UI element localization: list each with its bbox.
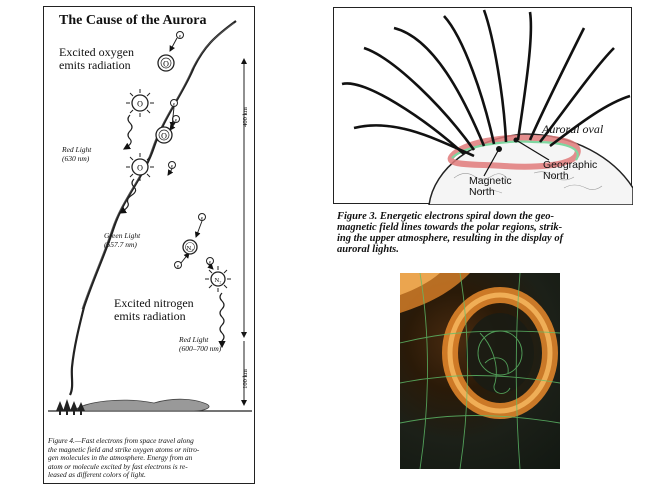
electron-1: e xyxy=(177,32,184,40)
electron-5: e xyxy=(199,214,206,222)
oxygen-atom-3: O xyxy=(156,127,172,143)
figure-4-caption: Figure 4.—Fast electrons from space trav… xyxy=(48,437,252,480)
red-light-600-700-label: Red Light (600–700 nm) xyxy=(179,335,221,353)
magnetic-field-diagram: Auroral oval Magnetic North Geographic N… xyxy=(333,7,632,204)
figure-3-caption: Figure 3. Energetic electrons spiral dow… xyxy=(337,211,633,255)
auroral-oval-label: Auroral oval xyxy=(542,122,603,137)
green-light-label: Green Light (557.7 nm) xyxy=(104,231,140,249)
aurora-photo-drawing xyxy=(400,273,560,469)
oxygen-emission-label: Excited oxygen emits radiation xyxy=(59,46,134,72)
oxygen-atom-2-excited: O xyxy=(126,89,154,117)
svg-text:O: O xyxy=(137,164,143,173)
svg-text:O: O xyxy=(137,100,143,109)
nitrogen-molecule-2-excited: N₂ xyxy=(205,266,231,292)
ground-lake-shape xyxy=(74,399,209,411)
aurora-satellite-photo xyxy=(400,273,560,469)
diagram-title: The Cause of the Aurora xyxy=(59,13,207,29)
trees-icon xyxy=(56,399,85,415)
electron-2: e xyxy=(171,100,178,108)
red-light-630-label: Red Light (630 nm) xyxy=(62,145,91,163)
nitrogen-molecule-1: N₂ xyxy=(183,240,197,254)
svg-text:N₂: N₂ xyxy=(187,245,194,252)
electron-3: e xyxy=(173,116,180,124)
aurora-cause-drawing: O O O O e xyxy=(44,7,256,485)
red-emission-wave-1 xyxy=(124,115,132,149)
nitrogen-emission-label: Excited nitrogen emits radiation xyxy=(114,297,194,323)
magnetic-north-label: Magnetic North xyxy=(469,176,512,198)
svg-text:N₂: N₂ xyxy=(215,277,222,284)
svg-text:O: O xyxy=(161,132,167,141)
svg-text:O: O xyxy=(163,60,169,69)
electron-6: e xyxy=(175,262,182,270)
electron-7: e xyxy=(207,258,214,266)
geographic-north-label: Geographic North xyxy=(543,160,597,182)
scale-100km-label: 100 km xyxy=(242,369,249,389)
scale-400km-label: 400 km xyxy=(242,107,249,127)
electron-4: e xyxy=(169,162,176,170)
oxygen-atom-1: O xyxy=(158,55,174,71)
aurora-cause-diagram: O O O O e xyxy=(43,6,255,484)
